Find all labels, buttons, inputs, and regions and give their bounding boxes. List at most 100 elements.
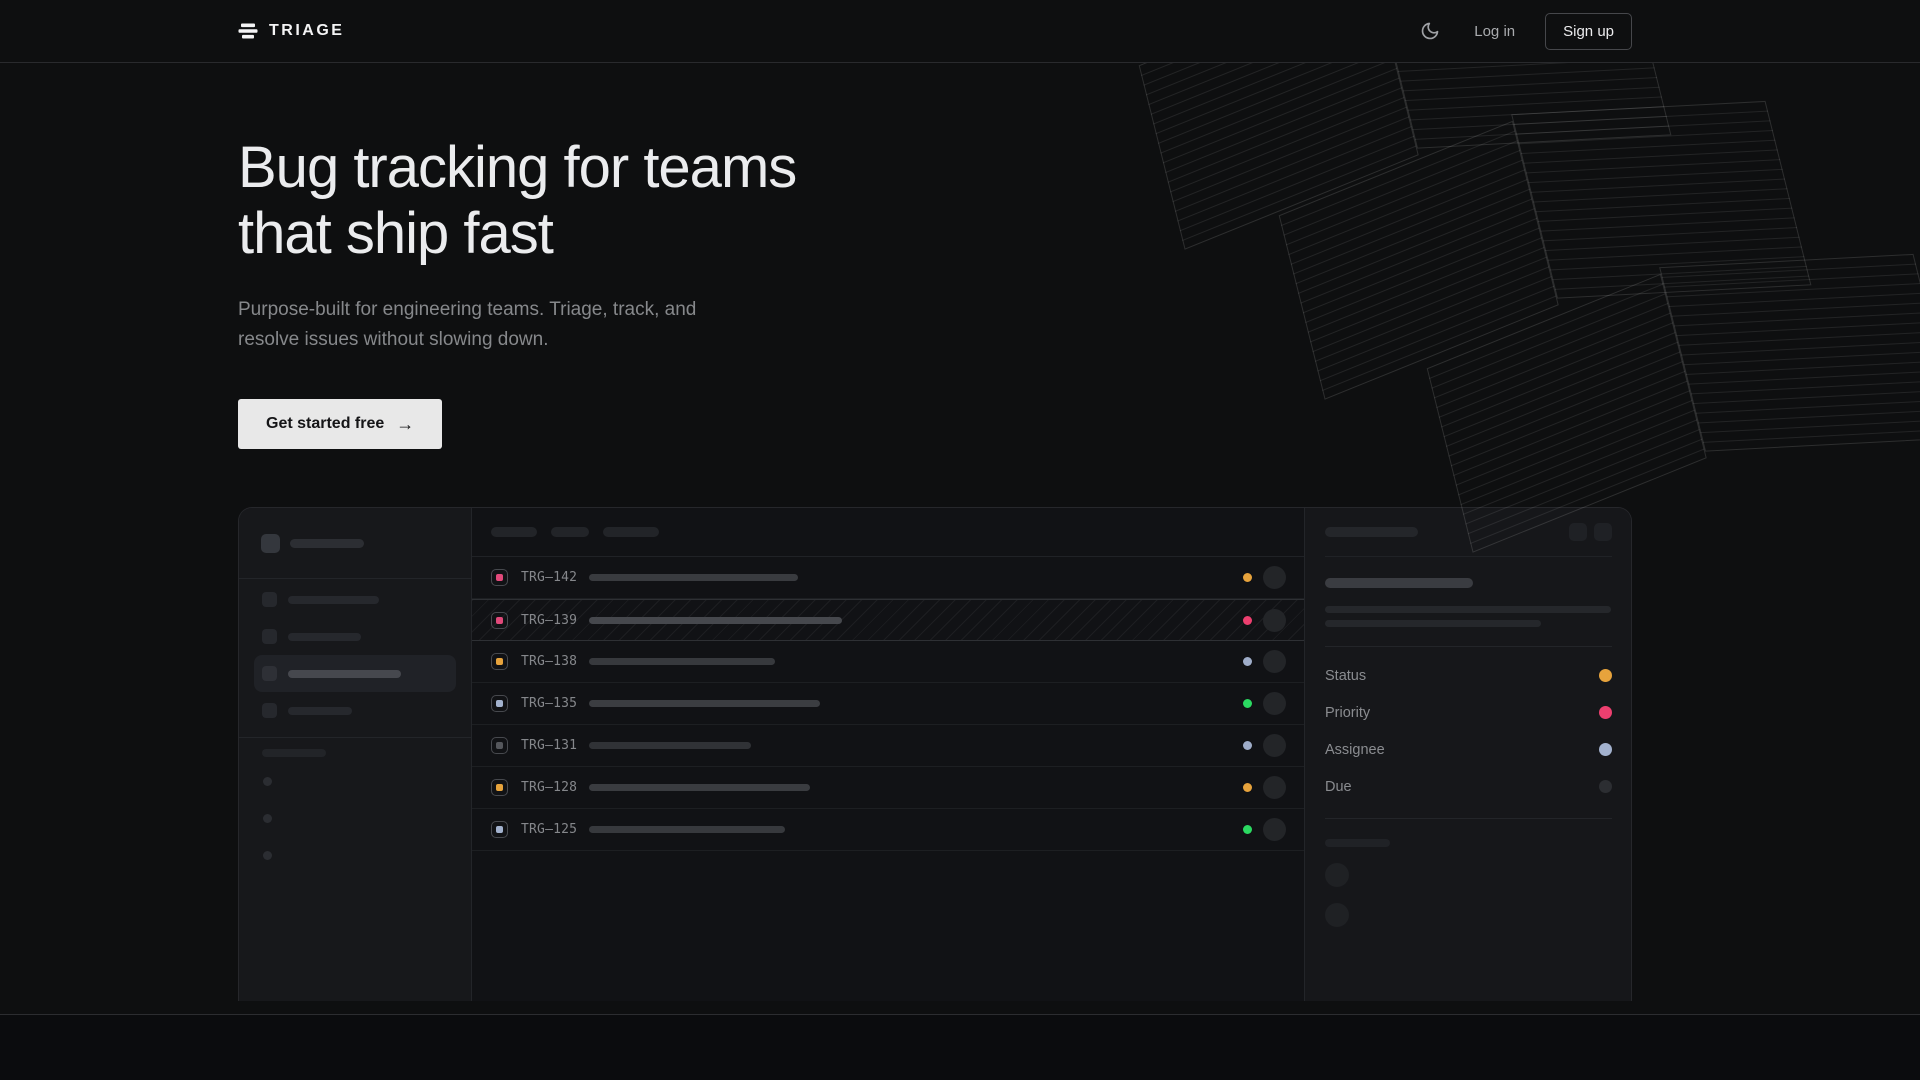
issue-row: TRG–138 <box>472 641 1304 683</box>
get-started-button[interactable]: Get started free → <box>238 399 443 449</box>
sidebar-item-icon <box>262 629 277 644</box>
arrow-right-icon: → <box>396 413 415 434</box>
issue-checkbox-icon <box>491 737 508 754</box>
list-tab-placeholder <box>603 527 659 537</box>
sidebar-item-icon <box>262 592 277 607</box>
issue-id: TRG–135 <box>521 696 578 711</box>
login-link[interactable]: Log in <box>1474 22 1516 40</box>
sidebar-item-label-placeholder <box>288 669 401 678</box>
top-nav: TRIAGE Log in Sign up <box>0 0 1920 63</box>
moon-icon <box>1421 22 1439 40</box>
issue-rows: TRG–142 TRG–139 TRG–138 TRG–135 <box>472 557 1304 851</box>
status-dot <box>1243 615 1252 625</box>
issue-checkbox-icon <box>491 569 508 586</box>
detail-field: Priority <box>1325 694 1612 731</box>
issue-row: TRG–135 <box>472 683 1304 725</box>
bottom-strip <box>0 1014 1920 1080</box>
issue-list-header <box>472 508 1304 557</box>
list-tab-placeholder <box>491 527 537 537</box>
assignee-avatar <box>1263 608 1286 632</box>
issue-row: TRG–142 <box>472 557 1304 599</box>
issue-title-placeholder <box>589 742 751 749</box>
sidebar-divider <box>239 737 471 738</box>
sidebar-title-placeholder <box>290 538 364 548</box>
avatar-placeholder <box>1325 863 1349 887</box>
detail-section-label-placeholder <box>1325 839 1390 847</box>
issue-checkbox-inner <box>496 574 503 581</box>
detail-field: Status <box>1325 657 1612 694</box>
status-dot <box>1243 657 1252 666</box>
brand-name: TRIAGE <box>269 22 345 39</box>
detail-text-placeholder <box>1325 620 1541 627</box>
issue-checkbox-inner <box>496 742 503 749</box>
assignee-avatar <box>1263 650 1286 673</box>
detail-field: Assignee <box>1325 731 1612 768</box>
issue-title-placeholder <box>589 700 820 707</box>
sidebar-nav-item <box>254 581 456 618</box>
issue-title-placeholder <box>589 574 798 581</box>
hero-section: Bug tracking for teams that ship fast Pu… <box>0 63 1920 1014</box>
assignee-avatar <box>1263 566 1286 589</box>
status-dot <box>1243 741 1252 750</box>
sidebar-nav-item <box>254 618 456 655</box>
detail-field: Due <box>1325 768 1612 805</box>
detail-fields: Status Priority Assignee Due <box>1325 647 1612 805</box>
hero-subtitle-line2: resolve issues without slowing down. <box>238 329 549 350</box>
detail-header <box>1325 508 1612 557</box>
field-value-dot <box>1599 780 1612 793</box>
status-dot <box>1243 699 1252 708</box>
field-value-dot <box>1599 669 1612 682</box>
status-dot <box>1243 573 1252 582</box>
assignee-avatar <box>1263 734 1286 757</box>
triage-logo-icon <box>238 23 258 39</box>
detail-header-button-placeholder <box>1569 523 1587 541</box>
issue-title-placeholder <box>589 784 810 791</box>
sidebar-item-label-placeholder <box>288 706 352 715</box>
sidebar-item-icon <box>262 666 277 681</box>
avatar-placeholder <box>1325 903 1349 927</box>
field-label: Due <box>1325 778 1352 795</box>
sidebar-dot <box>263 851 272 860</box>
assignee-avatar <box>1263 818 1286 841</box>
detail-divider <box>1325 818 1612 819</box>
sidebar-section-label-placeholder <box>262 749 326 757</box>
issue-id: TRG–131 <box>521 738 578 753</box>
sidebar-item-label-placeholder <box>288 595 379 604</box>
app-mockup: TRG–142 TRG–139 TRG–138 TRG–135 <box>238 507 1632 1001</box>
field-value-dot <box>1599 743 1612 756</box>
status-dot <box>1243 825 1252 834</box>
get-started-label: Get started free <box>266 415 385 432</box>
field-label: Assignee <box>1325 741 1385 758</box>
issue-id: TRG–142 <box>521 570 578 585</box>
field-value-dot <box>1599 706 1612 719</box>
issue-row: TRG–128 <box>472 767 1304 809</box>
issue-checkbox-icon <box>491 779 508 796</box>
field-label: Priority <box>1325 704 1371 721</box>
mockup-sidebar <box>239 508 471 1001</box>
issue-id: TRG–125 <box>521 822 578 837</box>
sidebar-nav-item-active <box>254 655 456 692</box>
issue-detail-panel: Status Priority Assignee Due <box>1305 508 1631 1001</box>
issue-checkbox-icon <box>491 695 508 712</box>
sidebar-nav-item <box>254 692 456 729</box>
list-tab-placeholder <box>551 527 589 537</box>
assignee-avatar <box>1263 776 1286 799</box>
issue-checkbox-icon <box>491 653 508 670</box>
brand-link[interactable]: TRIAGE <box>238 21 344 41</box>
issue-checkbox-inner <box>496 658 503 665</box>
sidebar-item-icon <box>262 703 277 718</box>
sidebar-dot <box>263 777 272 786</box>
issue-checkbox-icon <box>491 611 508 629</box>
sidebar-dot-list <box>263 777 471 860</box>
issue-row: TRG–125 <box>472 809 1304 851</box>
issue-checkbox-inner <box>496 616 503 624</box>
signup-button[interactable]: Sign up <box>1545 12 1632 50</box>
issue-title-placeholder <box>589 616 842 624</box>
assignee-avatar <box>1263 692 1286 715</box>
field-label: Status <box>1325 667 1367 684</box>
issue-id: TRG–138 <box>521 654 578 669</box>
theme-toggle-button[interactable] <box>1416 17 1444 45</box>
sidebar-dot <box>263 814 272 823</box>
sidebar-logo-row <box>239 508 471 579</box>
sidebar-nav <box>239 579 471 729</box>
